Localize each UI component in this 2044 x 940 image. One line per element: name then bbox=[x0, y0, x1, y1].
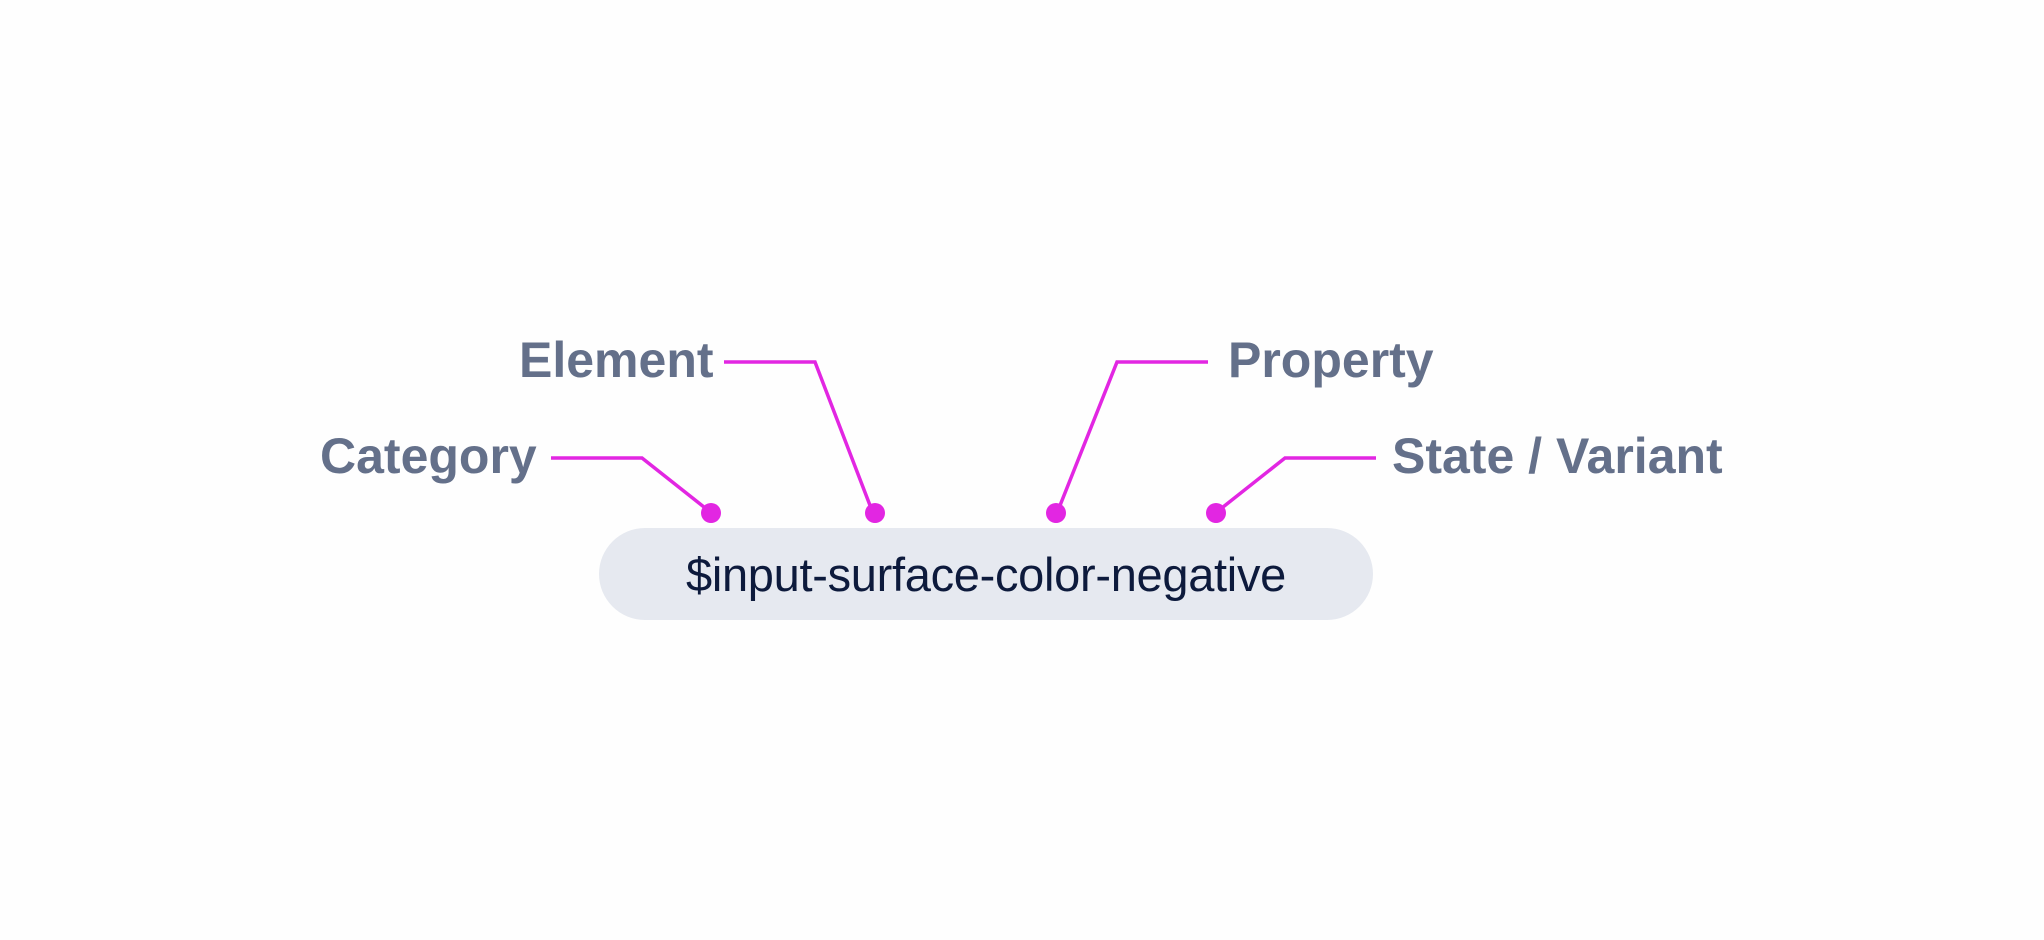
token-name: $input-surface-color-negative bbox=[685, 547, 1286, 601]
element-label: Element bbox=[519, 332, 714, 388]
connector-category-line bbox=[551, 456, 711, 513]
token-pill: $input-surface-color-negative bbox=[599, 528, 1373, 620]
connector-state bbox=[1206, 456, 1376, 523]
connector-category-dot bbox=[701, 503, 721, 523]
category-label: Category bbox=[320, 428, 537, 484]
connector-element-line bbox=[724, 360, 873, 509]
connector-category bbox=[551, 456, 721, 523]
connector-element bbox=[724, 360, 885, 523]
connector-property-line bbox=[1057, 360, 1208, 509]
state-variant-label: State / Variant bbox=[1392, 428, 1723, 484]
connector-property-dot bbox=[1046, 503, 1066, 523]
connector-property bbox=[1046, 360, 1208, 523]
property-label: Property bbox=[1228, 332, 1434, 388]
connector-element-dot bbox=[865, 503, 885, 523]
connector-state-line bbox=[1216, 456, 1376, 513]
connector-state-dot bbox=[1206, 503, 1226, 523]
